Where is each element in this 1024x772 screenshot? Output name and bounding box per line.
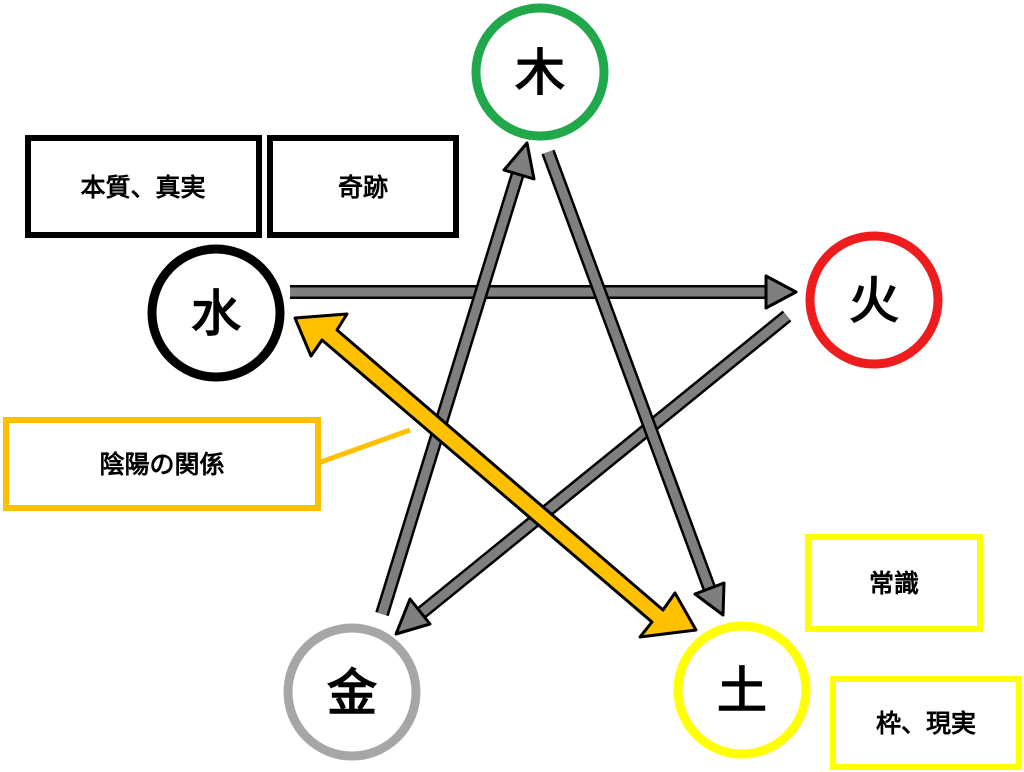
- arrow-metal-to-wood: [375, 141, 536, 617]
- arrow-fire-to-metal: [394, 310, 792, 636]
- box-common-frame: [805, 534, 983, 632]
- box-reality-frame: [830, 676, 1022, 770]
- node-wood: 木: [471, 3, 609, 141]
- node-fire: 火: [805, 231, 943, 369]
- node-fire-circle: [805, 231, 943, 369]
- box-yinyang-frame: [3, 417, 321, 511]
- node-wood-circle: [471, 3, 609, 141]
- box-essence-frame: [25, 135, 262, 238]
- box-reality-label: 枠、現実: [876, 709, 976, 738]
- node-water: 水: [147, 244, 285, 382]
- box-common: 常識: [805, 534, 983, 632]
- node-earth-label: 土: [717, 662, 767, 720]
- node-metal-label: 金: [327, 664, 378, 722]
- node-metal-circle: [283, 623, 421, 761]
- box-miracle-frame: [267, 135, 459, 238]
- node-fire-label: 火: [849, 272, 899, 330]
- box-yinyang: 陰陽の関係: [3, 417, 321, 511]
- arrow-shaft: [417, 312, 790, 618]
- node-wood-label: 木: [515, 44, 565, 102]
- node-earth: 土: [673, 621, 811, 759]
- box-common-label: 常識: [869, 569, 919, 598]
- node-earth-circle: [673, 621, 811, 759]
- node-metal: 金: [283, 623, 421, 761]
- box-reality: 枠、現実: [830, 676, 1022, 770]
- box-miracle: 奇跡: [267, 135, 459, 238]
- node-water-circle: [147, 244, 285, 382]
- yinyang-connector-line: [317, 427, 411, 466]
- box-yinyang-label: 陰陽の関係: [99, 450, 224, 479]
- box-essence-label: 本質、真実: [80, 173, 205, 202]
- yinyang-double-arrow: [293, 312, 698, 639]
- arrow-shaft: [543, 150, 715, 592]
- arrow-shaft: [377, 168, 524, 616]
- box-miracle-label: 奇跡: [338, 173, 388, 202]
- arrow-wood-to-earth: [541, 149, 726, 617]
- arrow-head: [394, 597, 432, 636]
- arrow-water-to-fire: [290, 274, 798, 310]
- box-essence: 本質、真実: [25, 135, 262, 238]
- arrow-head: [764, 274, 798, 310]
- node-water-label: 水: [191, 285, 242, 343]
- arrow-head: [693, 581, 726, 617]
- arrow-head: [502, 141, 536, 181]
